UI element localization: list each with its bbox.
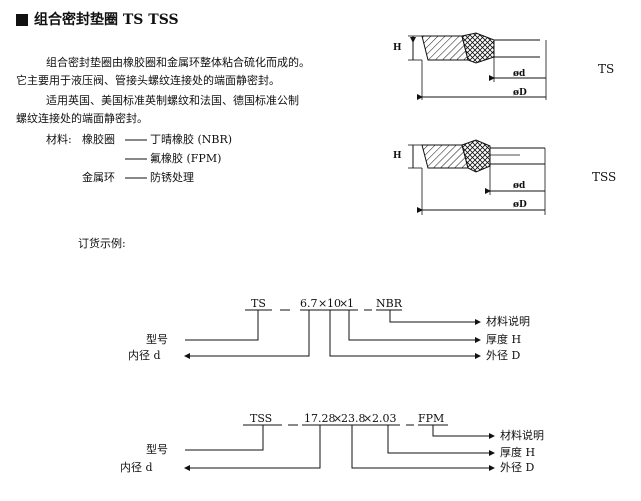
ex1-sep2: × [339,297,349,310]
desc-p1-line2: 它主要用于液压阀、管接头螺纹连接处的端面静密封。 [16,74,280,87]
ex2-D: 23.8 [341,412,366,425]
page-title: 组合密封垫圈 TS TSS [34,12,179,28]
ex1-D: 10 [327,297,341,310]
ex2-mat: FPM [418,412,445,425]
desc-p2-line1: 适用英国、美国标准英制螺纹和法国、德国标准公制 [46,94,299,107]
ex2-H: 2.03 [372,412,397,425]
example1-leaders [184,309,481,359]
ts-dim-d: ød [513,69,526,79]
material-fpm: 氟橡胶 (FPM) [150,152,222,165]
tss-dim-D: øD [513,200,527,210]
ts-cross-section-drawing [408,32,547,100]
material-rubber: 橡胶圈 [82,133,115,146]
ex1-label-model: 型号 [146,333,168,346]
ex1-sep1: × [318,297,328,310]
material-metal-desc: 防锈处理 [150,171,194,184]
ex2-label-model: 型号 [146,443,168,456]
ex1-H: 1 [347,297,354,310]
ts-label: TS [598,62,615,76]
ex2-sep2: × [363,412,373,425]
desc-p2-line2: 螺纹连接处的端面静密封。 [16,112,148,125]
ex2-sep1: × [333,412,343,425]
tss-label: TSS [592,170,617,184]
ex1-mat: NBR [376,297,402,310]
ex1-label-outer-d: 外径 D [486,349,521,362]
ex1-type: TS [251,297,266,310]
tss-dim-h: H [393,151,402,161]
order-heading: 订货示例: [78,237,126,250]
title-square-icon [16,14,28,26]
ex1-label-thickness: 厚度 H [486,333,522,346]
material-metal: 金属环 [82,171,115,184]
ex2-label-outer-d: 外径 D [500,461,535,474]
material-label: 材料: [46,133,72,146]
ex2-label-inner-d: 内径 d [120,461,153,474]
ex1-label-material: 材料说明 [486,315,530,328]
ex2-label-material: 材料说明 [500,429,544,442]
ex2-type: TSS [250,412,273,425]
ex1-label-inner-d: 内径 d [128,349,161,362]
example2-leaders [184,424,495,471]
ts-dim-D: øD [513,88,527,98]
ex2-d: 17.28 [304,412,336,425]
ex1-d: 6.7 [300,297,318,310]
material-nbr: 丁晴橡胶 (NBR) [150,133,233,146]
desc-p1-line1: 组合密封垫圈由橡胶圈和金属环整体粘合硫化而成的。 [46,56,310,69]
ex2-label-thickness: 厚度 H [500,446,536,459]
tss-dim-d: ød [513,181,526,191]
tss-cross-section-drawing [408,139,546,215]
ts-dim-h: H [393,43,402,53]
